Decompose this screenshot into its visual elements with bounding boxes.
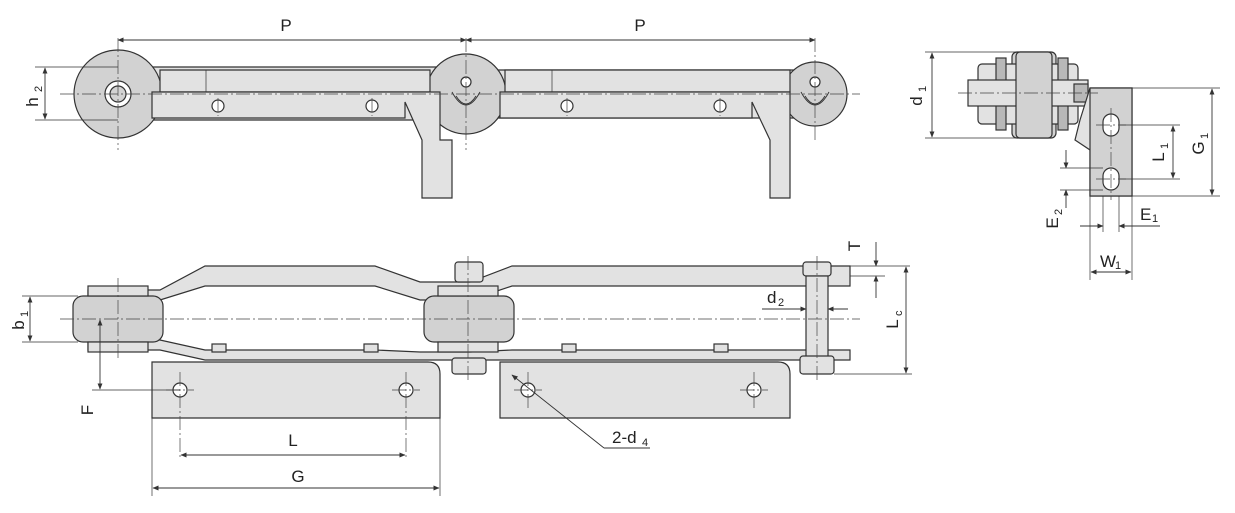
svg-text:2: 2 — [33, 86, 45, 92]
holes-label: 2-d 4 — [612, 428, 648, 449]
g1-label: G 1 — [1189, 133, 1211, 155]
svg-text:L: L — [1149, 152, 1168, 161]
d1-label: d 1 — [907, 86, 929, 106]
e1-label: E 1 — [1140, 205, 1158, 225]
svg-text:2-d: 2-d — [612, 428, 637, 447]
d2-label: d 2 — [767, 288, 784, 309]
g-label: G — [291, 467, 304, 486]
svg-text:2: 2 — [778, 297, 784, 309]
svg-text:4: 4 — [642, 437, 648, 449]
svg-text:c: c — [893, 310, 905, 316]
h2-label: h 2 — [23, 86, 45, 107]
svg-text:1: 1 — [19, 311, 31, 317]
f-label: F — [78, 405, 97, 415]
svg-text:1: 1 — [1115, 260, 1121, 272]
elevation-view: P P h 2 — [23, 16, 860, 199]
svg-text:2: 2 — [1053, 209, 1065, 215]
svg-text:E: E — [1140, 205, 1151, 224]
e2-label: E 2 — [1043, 209, 1065, 229]
pitch-right-label: P — [634, 16, 645, 35]
svg-text:L: L — [883, 319, 902, 328]
w1-label: W 1 — [1100, 252, 1121, 272]
svg-text:d: d — [907, 96, 926, 105]
side-view: d 1 G 1 L 1 E 2 — [907, 51, 1220, 280]
attachment-plate-right — [499, 361, 791, 419]
attachment-plate-left — [151, 361, 441, 419]
svg-text:b: b — [9, 320, 28, 329]
l-label: L — [288, 431, 297, 450]
svg-text:1: 1 — [1199, 133, 1211, 139]
svg-text:W: W — [1100, 252, 1116, 271]
svg-text:h: h — [23, 97, 42, 106]
svg-text:1: 1 — [917, 86, 929, 92]
svg-text:E: E — [1043, 217, 1062, 228]
lc-label: L c — [883, 310, 905, 329]
svg-text:G: G — [1189, 141, 1208, 154]
pitch-left-label: P — [280, 16, 291, 35]
t-label: T — [845, 241, 864, 251]
plan-view: b 1 F L G 2-d 4 d 2 T — [9, 241, 912, 496]
svg-text:1: 1 — [1152, 213, 1158, 225]
svg-text:d: d — [767, 288, 776, 307]
svg-text:1: 1 — [1159, 143, 1171, 149]
b1-label: b 1 — [9, 311, 31, 330]
l1-label: L 1 — [1149, 143, 1171, 162]
